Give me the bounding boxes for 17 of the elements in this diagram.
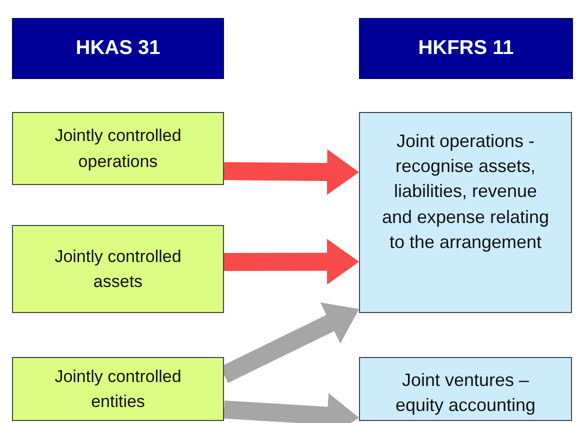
box-text: Joint ventures – equity accounting [394, 369, 537, 418]
block-arrow [224, 149, 359, 195]
block-arrow [224, 238, 359, 285]
box-text: Jointly controlled operations [54, 125, 182, 172]
category-box [12, 112, 224, 185]
box-text: Jointly controlled assets [54, 246, 182, 293]
box-text: HKFRS 11 [418, 37, 514, 60]
box-text: HKAS 31 [76, 37, 160, 60]
heading-bar [359, 18, 573, 79]
category-box [12, 225, 224, 313]
box-text: Jointly controlled entities [54, 366, 182, 413]
category-box [359, 112, 572, 313]
category-box [359, 357, 572, 421]
block-arrow [223, 392, 359, 423]
box-text: Joint operations - recognise assets, liabilities, revenue and expense relating to the arrangement [380, 130, 550, 254]
heading-bar [12, 18, 224, 79]
category-box [12, 357, 224, 421]
